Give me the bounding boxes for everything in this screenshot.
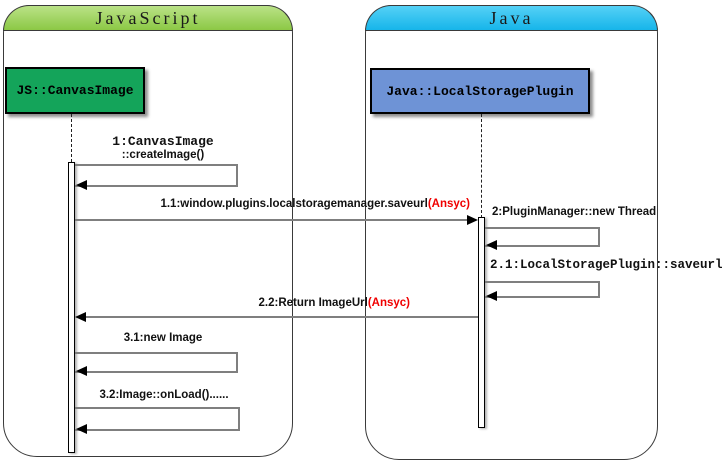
frame-javascript-header: JavaScript — [3, 5, 293, 31]
activation-bar-js — [68, 162, 75, 453]
lifeline-js-canvasimage — [71, 114, 72, 162]
message-2-2-async-suffix: (Ansyc) — [367, 297, 410, 309]
message-1-label-line1: 1:CanvasImage — [112, 134, 214, 149]
frame-java-title: Java — [489, 7, 534, 28]
object-js-canvasimage-label: JS::CanvasImage — [16, 83, 134, 98]
message-2-2-label: 2.2:Return ImageUrl(Ansyc) — [259, 297, 410, 309]
message-2-1-self-arrow — [485, 281, 600, 298]
object-java-localstorageplugin: Java::LocalStoragePlugin — [370, 68, 590, 114]
arrowhead-icon — [486, 240, 497, 250]
message-3-2-self-arrow — [75, 407, 240, 431]
arrowhead-icon — [76, 180, 87, 190]
message-1-label: 1:CanvasImage ::createImage() — [88, 134, 238, 161]
arrowhead-icon — [76, 366, 87, 376]
message-3-1-label: 3.1:new Image — [123, 332, 203, 344]
message-1-self-arrow — [75, 164, 238, 187]
message-1-1-async-suffix: (Ansyc) — [427, 198, 470, 210]
message-2-2-arrow — [84, 316, 478, 318]
arrowhead-icon — [486, 291, 497, 301]
message-3-2-label: 3.2:Image::onLoad()...... — [99, 389, 229, 401]
object-java-localstorageplugin-label: Java::LocalStoragePlugin — [386, 83, 574, 99]
message-3-1-self-arrow — [75, 352, 238, 373]
message-1-1-arrow — [75, 219, 469, 221]
frame-javascript-title: JavaScript — [95, 7, 201, 28]
object-js-canvasimage: JS::CanvasImage — [5, 67, 145, 114]
message-2-self-arrow — [485, 227, 600, 247]
message-1-1-label: 1.1:window.plugins.localstoragemanager.s… — [160, 198, 470, 210]
arrowhead-icon — [467, 215, 478, 225]
message-2-1-label: 2.1:LocalStoragePlugin::saveurl — [490, 258, 723, 272]
arrowhead-icon — [76, 424, 87, 434]
arrowhead-icon — [75, 312, 86, 322]
message-1-1-text: 1.1:window.plugins.localstoragemanager.s… — [160, 198, 428, 210]
activation-bar-java — [478, 217, 485, 428]
message-2-2-text: 2.2:Return ImageUrl — [258, 297, 368, 309]
message-1-label-line2: ::createImage() — [121, 149, 205, 161]
lifeline-java-localstorageplugin — [481, 114, 482, 218]
frame-java-header: Java — [365, 5, 658, 31]
message-2-label: 2:PluginManager::new Thread — [492, 206, 657, 218]
